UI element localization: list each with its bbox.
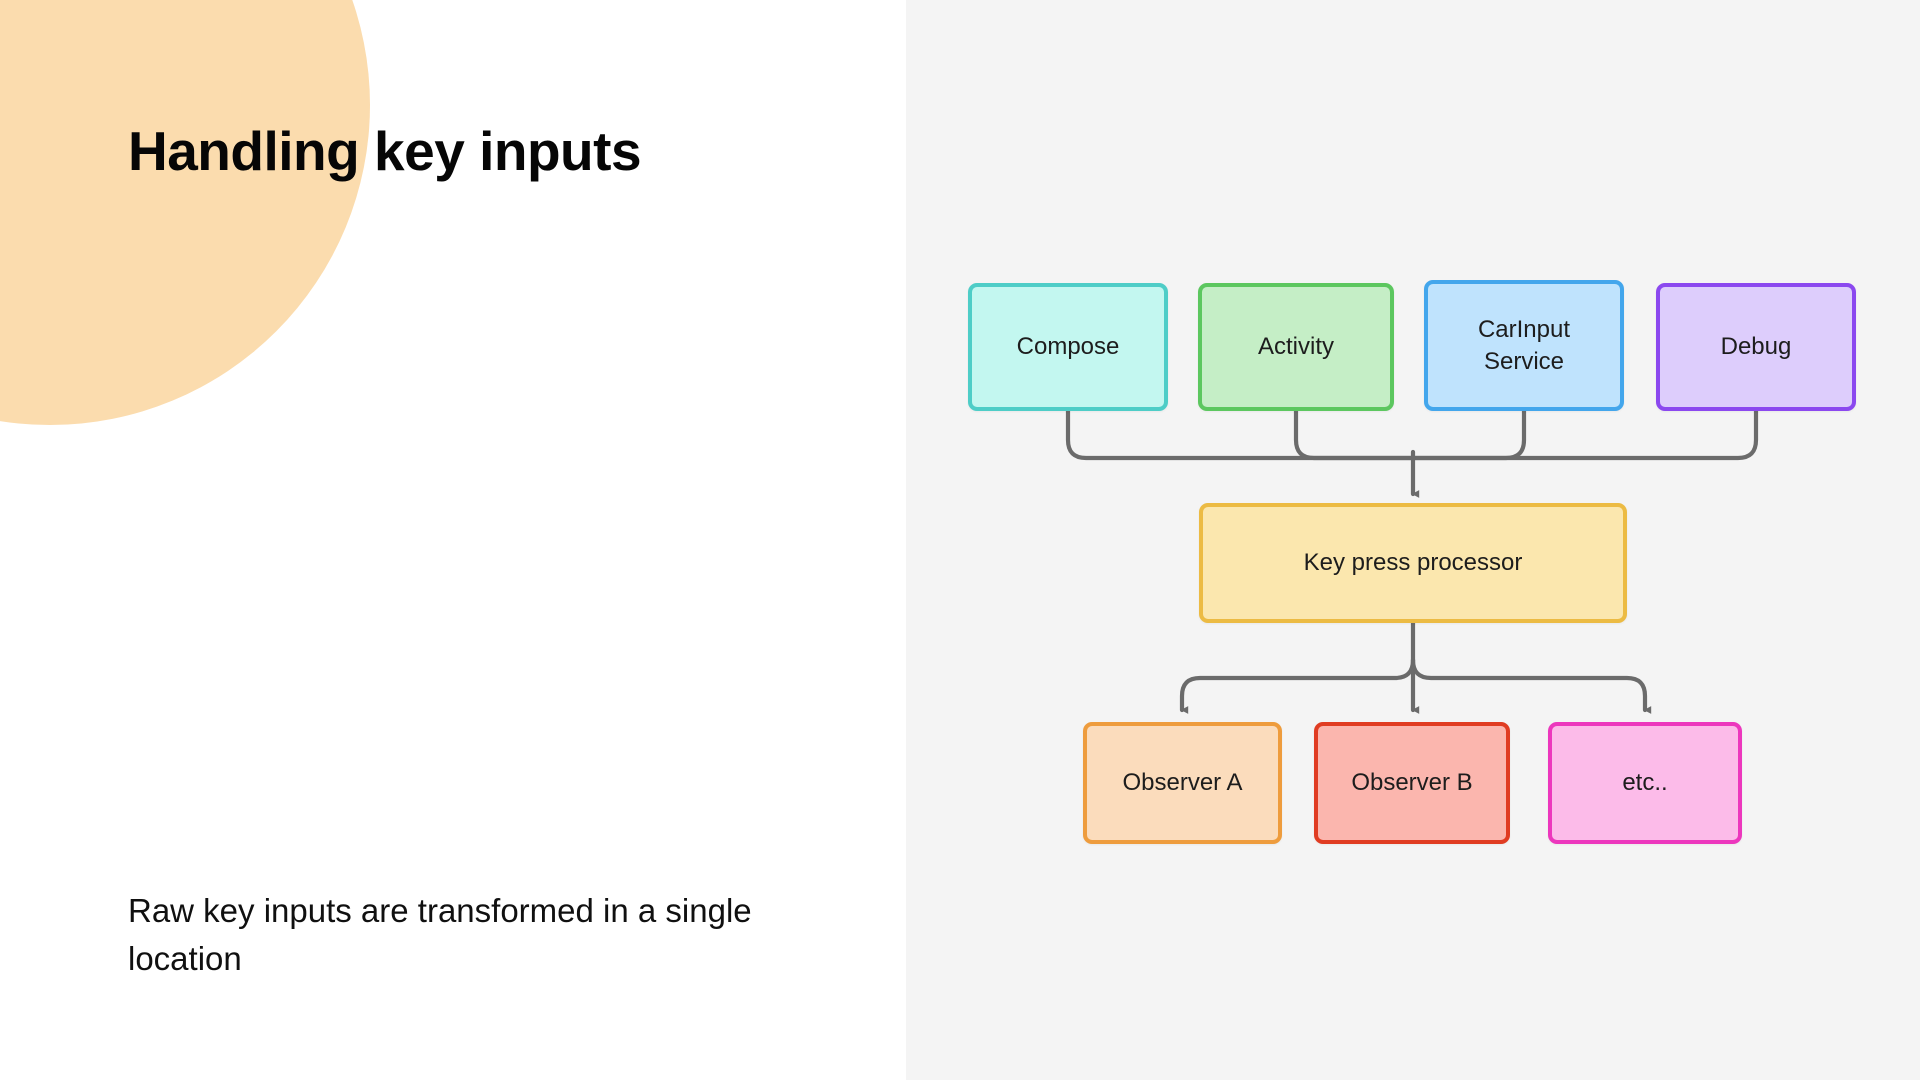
node-car-input-service[interactable]: CarInput Service	[1424, 280, 1624, 411]
node-observer-b-label: Observer B	[1351, 769, 1473, 797]
page-title: Handling key inputs	[128, 120, 642, 182]
edge-debug-to-processor	[1410, 408, 1759, 461]
node-key-press-processor[interactable]: Key press processor	[1199, 503, 1627, 623]
node-observer-a-label: Observer A	[1122, 769, 1243, 797]
flow-diagram: Compose Activity CarInput Service Debug …	[906, 0, 1920, 1080]
slide-caption: Raw key inputs are transformed in a sing…	[128, 892, 752, 978]
node-etc-label: etc..	[1622, 769, 1668, 797]
edge-carinput-to-processor	[1410, 408, 1527, 461]
node-compose-label: Compose	[1016, 333, 1120, 361]
node-key-press-processor-label: Key press processor	[1303, 549, 1523, 577]
node-compose[interactable]: Compose	[968, 283, 1168, 411]
edge-activity-to-processor	[1293, 408, 1416, 461]
decorative-circle	[0, 0, 370, 425]
node-car-input-service-label: CarInput Service	[1477, 316, 1571, 375]
node-observer-a[interactable]: Observer A	[1083, 722, 1282, 844]
node-activity[interactable]: Activity	[1198, 283, 1394, 411]
node-etc[interactable]: etc..	[1548, 722, 1742, 844]
node-debug[interactable]: Debug	[1656, 283, 1856, 411]
node-observer-b[interactable]: Observer B	[1314, 722, 1510, 844]
node-debug-label: Debug	[1720, 333, 1792, 361]
edge-compose-to-processor	[1065, 408, 1416, 461]
diagram-panel: Compose Activity CarInput Service Debug …	[906, 0, 1920, 1080]
edge-processor-to-observer-a	[1179, 657, 1416, 714]
left-content-panel: Handling key inputs Raw key inputs are t…	[0, 0, 906, 1080]
edge-processor-to-etc	[1410, 657, 1652, 714]
node-activity-label: Activity	[1257, 333, 1334, 361]
